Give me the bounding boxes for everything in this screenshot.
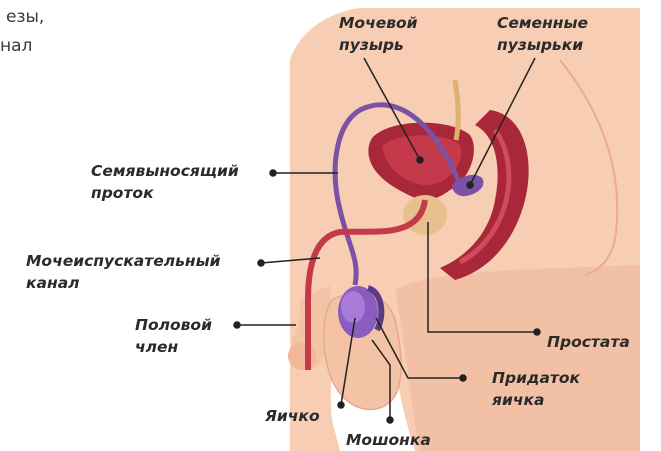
testis-highlight	[341, 291, 365, 323]
testis-label: Яичко	[265, 405, 320, 427]
urethra-label-line-2: канал	[26, 272, 221, 294]
penis-label-line-2: член	[135, 336, 212, 358]
bladder-leader-dot	[417, 157, 423, 163]
bladder-label-line-2: пузырь	[339, 34, 418, 56]
seminal-vesicles-leader-dot	[467, 182, 473, 188]
vas-deferens-label-line-1: Семявыносящий	[91, 160, 239, 182]
prostate-leader-dot	[534, 329, 540, 335]
penis-label: Половой член	[135, 314, 212, 358]
prostate-label: Простата	[547, 331, 630, 353]
epididymis-leader-dot	[460, 375, 466, 381]
scrotum-leader-dot	[387, 417, 393, 423]
penis-label-line-1: Половой	[135, 314, 212, 336]
epididymis-label-line-2: яичка	[492, 389, 580, 411]
epididymis-label: Придаток яичка	[492, 367, 580, 411]
scrotum-label-line-1: Мошонка	[346, 429, 431, 451]
urethra-leader-dot	[258, 260, 264, 266]
bladder-label-line-1: Мочевой	[339, 12, 418, 34]
seminal-vesicles-label-line-1: Семенные	[497, 12, 588, 34]
seminal-vesicles-label-line-2: пузырьки	[497, 34, 588, 56]
urethra-label-line-1: Мочеиспускательный	[26, 250, 221, 272]
scrotum-label: Мошонка	[346, 429, 431, 451]
urethra-label: Мочеиспускательный канал	[26, 250, 221, 294]
thigh-shading	[395, 265, 640, 451]
vas-deferens-label-line-2: проток	[91, 182, 239, 204]
prostate-label-line-1: Простата	[547, 331, 630, 353]
vas-deferens-leader-dot	[270, 170, 276, 176]
testis-leader-dot	[338, 402, 344, 408]
seminal-vesicles-label: Семенные пузырьки	[497, 12, 588, 56]
penis-leader-dot	[234, 322, 240, 328]
epididymis-label-line-1: Придаток	[492, 367, 580, 389]
testis-label-line-1: Яичко	[265, 405, 320, 427]
bladder-label: Мочевой пузырь	[339, 12, 418, 56]
glans	[288, 342, 316, 370]
ureter	[455, 80, 458, 140]
vas-deferens-label: Семявыносящий проток	[91, 160, 239, 204]
